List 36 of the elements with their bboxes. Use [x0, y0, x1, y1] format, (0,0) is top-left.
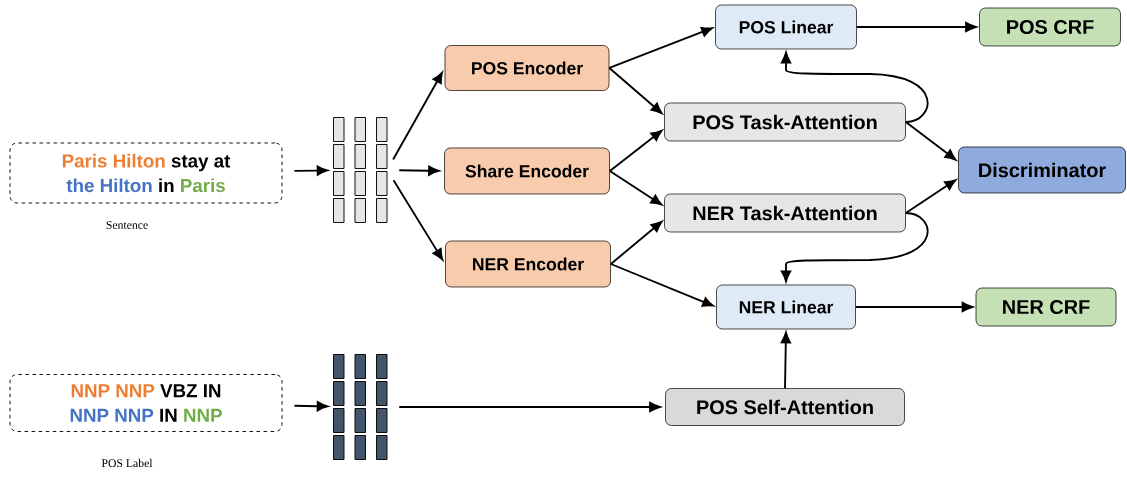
- arrow: [398, 401, 661, 413]
- text-box: NNP NNP VBZ IN NNP NNP IN NNP: [9, 374, 283, 432]
- arrow: [855, 21, 977, 33]
- arrow: [780, 212, 929, 283]
- arrow: [608, 67, 663, 114]
- text-box: Paris Hilton stay at the Hilton in Paris: [9, 142, 283, 204]
- arrow: [608, 129, 663, 172]
- arrow: [780, 331, 791, 390]
- node-label: POS Label: [101, 458, 153, 468]
- crf-box: POS CRF: [979, 7, 1121, 47]
- arrow: [609, 263, 714, 307]
- arrow: [608, 170, 663, 206]
- attention-box: NER Task-Attention: [664, 193, 906, 233]
- discriminator-box: Discriminator: [958, 146, 1126, 194]
- linear-box: NER Linear: [716, 284, 856, 330]
- embedding-drawing: [333, 117, 388, 223]
- arrow: [854, 301, 974, 313]
- linear-box: POS Linear: [715, 4, 857, 50]
- encoder-box: Share Encoder: [444, 147, 610, 195]
- attention-box: POS Self-Attention: [665, 388, 905, 426]
- arrow: [904, 179, 957, 214]
- arrow: [904, 121, 957, 161]
- arrow: [608, 26, 713, 69]
- arrow: [780, 51, 929, 123]
- node-label: Sentence: [106, 221, 148, 229]
- arrow: [293, 401, 329, 412]
- crf-box: NER CRF: [975, 287, 1117, 327]
- arrow: [398, 165, 440, 176]
- arrow: [392, 71, 443, 161]
- arrow: [392, 179, 444, 261]
- encoder-box: POS Encoder: [444, 45, 610, 91]
- arrow: [293, 165, 329, 176]
- encoder-box: NER Encoder: [445, 240, 611, 288]
- arrow: [609, 220, 663, 265]
- attention-box: POS Task-Attention: [664, 102, 906, 142]
- embedding-drawing: [333, 354, 388, 460]
